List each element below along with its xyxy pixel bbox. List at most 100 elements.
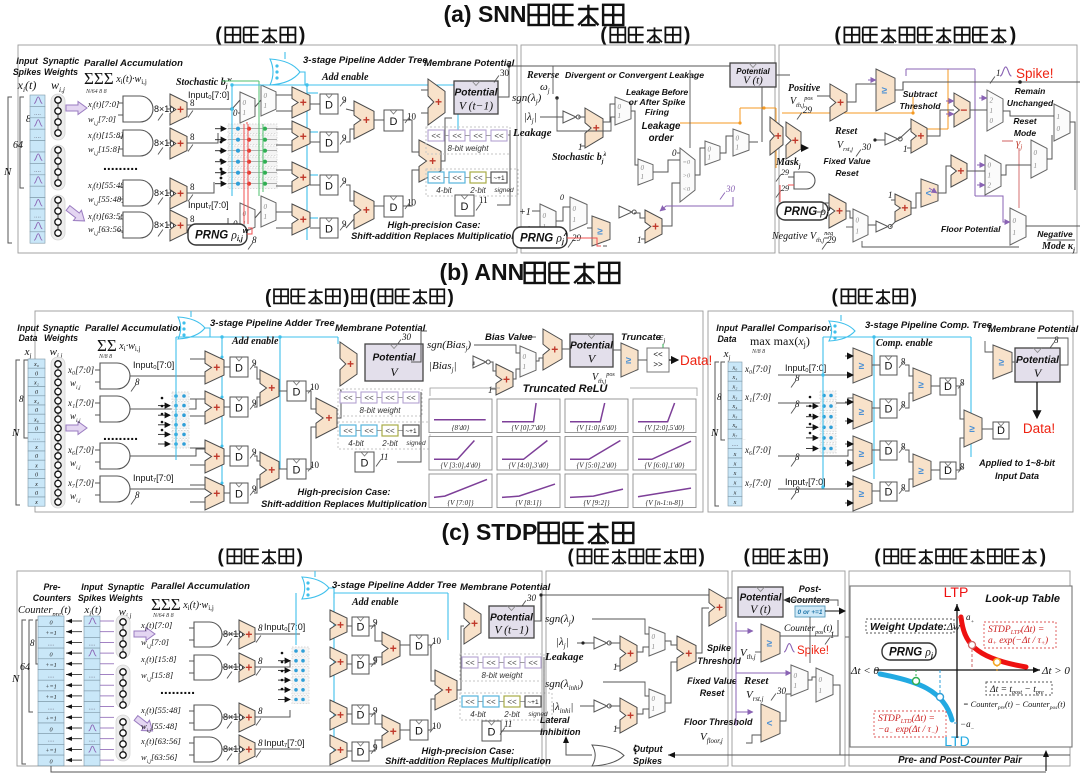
svg-text:....: .... [48, 705, 55, 712]
svg-text:+: + [363, 113, 370, 127]
svg-text:64: 64 [13, 140, 23, 151]
svg-text:LTP: LTP [944, 584, 969, 600]
svg-text:0: 0 [523, 353, 527, 361]
svg-text:⋮: ⋮ [630, 744, 641, 756]
svg-text:x: x [733, 499, 737, 506]
svg-text:Leakage Before: Leakage Before [626, 87, 688, 97]
svg-text:(: ( [369, 287, 376, 308]
svg-text:<<: << [507, 659, 517, 668]
svg-text:<<: << [653, 350, 663, 359]
svg-text:<<: << [507, 698, 517, 707]
svg-text:≥: ≥ [767, 638, 773, 649]
svg-text:Input₇[7:0]: Input₇[7:0] [133, 473, 174, 483]
svg-text:+: + [337, 708, 344, 722]
svg-text:....: .... [48, 737, 55, 744]
svg-text:<<: << [465, 698, 475, 707]
svg-text:64: 64 [20, 662, 30, 673]
svg-text:N/8 8: N/8 8 [751, 349, 765, 355]
svg-text:D: D [361, 457, 369, 469]
svg-text:{V [8:1]}: {V [8:1]} [515, 499, 541, 507]
svg-text:V (t−1): V (t−1) [459, 100, 493, 112]
svg-text:+: + [471, 617, 478, 631]
svg-text:0: 0 [618, 103, 622, 111]
svg-text:): ) [699, 547, 705, 568]
svg-text:D: D [235, 451, 243, 463]
svg-text:(: ( [217, 547, 224, 568]
svg-text:4-bit: 4-bit [436, 186, 452, 195]
svg-text:x₆: x₆ [33, 416, 39, 423]
svg-text:D: D [293, 386, 301, 398]
svg-text:Δt < 0: Δt < 0 [850, 665, 879, 677]
svg-text:x₁: x₁ [732, 374, 738, 381]
svg-text:3-stage Pipeline Comp. Tree: 3-stage Pipeline Comp. Tree [865, 320, 993, 331]
svg-text:): ) [297, 547, 303, 568]
svg-text:x: x [733, 451, 737, 458]
svg-text:(: ( [743, 547, 750, 568]
svg-text:1: 1 [578, 142, 583, 152]
svg-text:Leakage: Leakage [544, 651, 584, 663]
svg-text:signed: signed [494, 187, 514, 194]
svg-text:Parallel Comparison: Parallel Comparison [741, 323, 833, 334]
svg-text:D: D [235, 488, 243, 500]
svg-text:1: 1 [888, 190, 893, 200]
svg-text:V (t): V (t) [750, 604, 771, 616]
svg-text:D: D [293, 464, 301, 476]
svg-text:+: + [917, 129, 924, 143]
svg-text:<<: << [343, 394, 353, 403]
svg-text:8: 8 [252, 235, 257, 245]
svg-text:1: 1 [243, 220, 247, 228]
svg-text:8-bit weight: 8-bit weight [448, 144, 490, 153]
svg-text:xi (t)[63:56]: xi (t)[63:56] [87, 211, 128, 224]
svg-text:ΣΣΣ xi(t)·wi,j: ΣΣΣ xi(t)·wi,j [151, 595, 214, 614]
svg-text:): ) [343, 287, 349, 308]
svg-text:D: D [357, 622, 365, 634]
svg-text:xj: xj [723, 348, 731, 362]
svg-text:signed: signed [406, 440, 426, 447]
svg-text:{V [5:0],2'd0}: {V [5:0],2'd0} [576, 462, 616, 470]
svg-text:1: 1 [637, 235, 642, 245]
svg-text:−a−: −a− [960, 719, 975, 732]
svg-text:+: + [792, 134, 799, 148]
svg-text:<<: << [465, 659, 475, 668]
svg-text:+: + [300, 213, 307, 227]
svg-text:1: 1 [819, 687, 823, 695]
svg-text:0: 0 [35, 490, 39, 497]
svg-text:1: 1 [1034, 162, 1038, 170]
svg-text:8: 8 [960, 462, 965, 472]
svg-text:D: D [325, 137, 333, 149]
svg-text:Reset: Reset [835, 168, 859, 178]
svg-text:0: 0 [35, 426, 39, 433]
svg-text:Δt > 0: Δt > 0 [1041, 665, 1070, 677]
svg-text:Input₀[7:0]: Input₀[7:0] [188, 90, 229, 100]
svg-text:....: .... [34, 213, 41, 220]
svg-text:3-stage Pipeline Adder Tree: 3-stage Pipeline Adder Tree [210, 318, 335, 329]
svg-text:xi (t)[15:8]: xi (t)[15:8] [87, 130, 124, 143]
svg-text:<<: << [431, 132, 441, 141]
svg-text:10: 10 [310, 382, 320, 392]
svg-text:<<: << [343, 427, 353, 436]
svg-text:8-bit weight: 8-bit weight [360, 406, 402, 415]
svg-text:0: 0 [652, 633, 656, 641]
svg-text:+: + [177, 137, 184, 151]
svg-text:≥: ≥ [918, 380, 924, 391]
svg-text:8: 8 [717, 392, 722, 402]
svg-text:<<: << [486, 659, 496, 668]
svg-text:max max(xj): max max(xj) [750, 334, 810, 349]
svg-text:1: 1 [264, 213, 268, 221]
svg-text:Spike!: Spike! [1016, 66, 1054, 81]
svg-text:D: D [415, 640, 423, 652]
svg-text:x₆[7:0]: x₆[7:0] [67, 445, 95, 455]
svg-text:Applied to 1~8-bit: Applied to 1~8-bit [978, 458, 1056, 468]
svg-text:x₀[7:0]: x₀[7:0] [67, 365, 95, 375]
svg-text:≥: ≥ [882, 85, 888, 96]
svg-text:3-stage Pipeline Adder Tree: 3-stage Pipeline Adder Tree [303, 55, 428, 66]
svg-text:x₆[7:0]: x₆[7:0] [744, 445, 772, 455]
svg-text:): ) [448, 287, 454, 308]
svg-text:wi,j: wi,j [70, 378, 81, 391]
svg-text:Synaptic: Synaptic [43, 56, 80, 66]
svg-text:Membrane Potential: Membrane Potential [460, 582, 551, 593]
svg-text:8×1b: 8×1b [154, 104, 174, 114]
svg-text:Potential: Potential [454, 88, 497, 99]
svg-text:εj: εj [659, 331, 665, 345]
svg-text:Potential: Potential [490, 612, 533, 623]
